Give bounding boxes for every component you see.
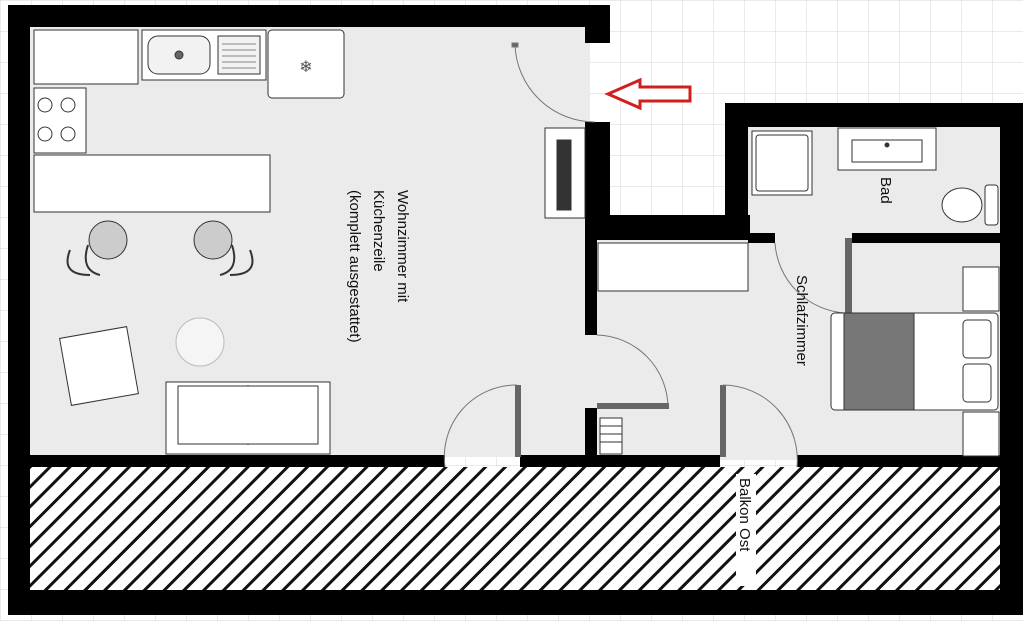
shower-icon xyxy=(751,130,813,196)
living-furniture xyxy=(59,127,586,455)
sink-icon xyxy=(837,127,937,171)
living-room-label-1: Wohnzimmer mit xyxy=(394,190,411,303)
bed xyxy=(830,312,999,411)
tv-icon xyxy=(544,127,586,219)
bedroom-label: Schlafzimmer xyxy=(793,275,810,366)
nightstand xyxy=(962,266,1000,312)
entrance-arrow-icon xyxy=(604,77,692,111)
nightstand xyxy=(962,411,1000,457)
room-labels: Wohnzimmer mit Küchenzeile (komplett aus… xyxy=(346,177,894,586)
floors xyxy=(30,27,1000,590)
fridge-icon: ❄ xyxy=(267,29,345,99)
walls xyxy=(8,5,1023,615)
balcony-label: Balkon Ost xyxy=(736,478,753,552)
svg-text:❄: ❄ xyxy=(299,59,312,76)
stove-icon xyxy=(33,87,87,154)
bath-label: Bad xyxy=(877,177,894,204)
doors xyxy=(443,42,852,468)
toilet-icon xyxy=(941,184,999,226)
kitchen: ❄ xyxy=(33,29,345,213)
living-room-label-2: Küchenzeile xyxy=(370,190,387,272)
wardrobe xyxy=(597,242,749,292)
radiator-icon xyxy=(599,417,623,455)
balcony-hatch xyxy=(30,467,1000,590)
sink-icon xyxy=(141,29,267,81)
living-room-label-3: (komplett ausgestattet) xyxy=(346,190,363,343)
